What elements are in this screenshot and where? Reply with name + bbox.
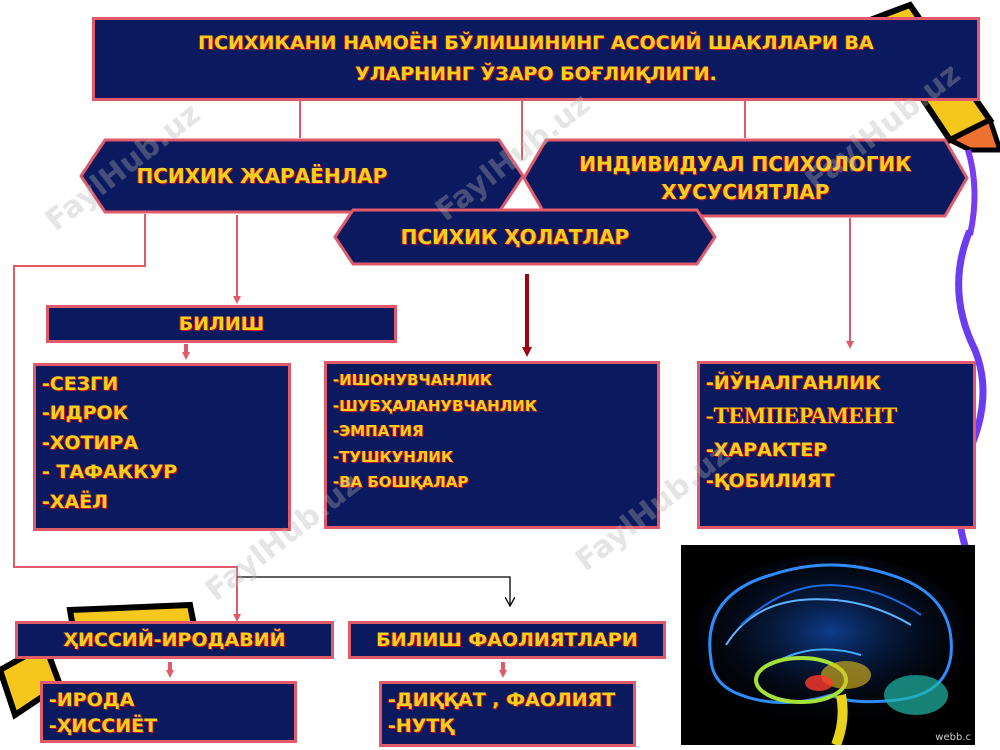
brain-image: webb.c <box>681 545 975 745</box>
psychic-states-node: ПСИХИК ҲОЛАТЛАР <box>333 208 717 266</box>
list-item: -ИДРОК <box>42 402 129 425</box>
list-item: -ҚОБИЛИЯТ <box>706 469 835 492</box>
list-item: -ЭМПАТИЯ <box>333 422 424 440</box>
cognition-node: БИЛИШ <box>46 305 397 343</box>
list-item: -ТЕМПЕРАМЕНТ <box>706 403 898 429</box>
brain-illustration <box>691 555 971 745</box>
list-item: -НУТҚ <box>388 714 455 737</box>
list-item: -ЙЎНАЛГАНЛИК <box>706 372 881 394</box>
activities-list: -ДИҚҚАТ , ФАОЛИЯТ -НУТҚ <box>379 681 636 747</box>
title-box: ПСИХИКАНИ НАМОЁН БЎЛИШИНИНГ АСОСИЙ ШАКЛЛ… <box>92 17 980 101</box>
list-item: -ИШОНУВЧАНЛИК <box>333 371 493 389</box>
list-item: -ТУШКУНЛИК <box>333 447 454 466</box>
cognitive-activities-node: БИЛИШ ФАОЛИЯТЛАРИ <box>348 621 666 659</box>
individual-list: -ЙЎНАЛГАНЛИК -ТЕМПЕРАМЕНТ -ХАРАКТЕР -ҚОБ… <box>697 361 976 529</box>
list-item: -ХОТИРА <box>42 431 139 454</box>
list-item: -ҲИССИЁТ <box>49 714 158 737</box>
list-item: -ХАРАКТЕР <box>706 439 828 462</box>
states-list: -ИШОНУВЧАНЛИК -ШУБҲАЛАНУВЧАНЛИК -ЭМПАТИЯ… <box>324 361 660 529</box>
psychic-processes-node: ПСИХИК ЖАРАЁНЛАР <box>79 138 525 214</box>
psychic-states-label: ПСИХИК ҲОЛАТЛАР <box>400 225 630 249</box>
individual-features-node: ИНДИВИДУАЛ ПСИХОЛОГИК ХУСУСИЯТЛАР <box>522 138 969 218</box>
list-item: -ВА БОШҚАЛАР <box>333 473 469 491</box>
title-line-2: УЛАРНИНГ ЎЗАРО БОҒЛИҚЛИГИ. <box>355 63 717 85</box>
cognition-label: БИЛИШ <box>178 313 265 335</box>
individual-features-line-1: ИНДИВИДУАЛ ПСИХОЛОГИК <box>579 152 912 176</box>
individual-features-line-2: ХУСУСИЯТЛАР <box>661 180 830 204</box>
list-item: -ХАЁЛ <box>42 490 108 513</box>
list-item: -ДИҚҚАТ , ФАОЛИЯТ <box>388 689 616 711</box>
emotional-list: -ИРОДА -ҲИССИЁТ <box>40 681 297 743</box>
emotional-volitional-label: ҲИССИЙ-ИРОДАВИЙ <box>63 629 286 651</box>
list-item: -ШУБҲАЛАНУВЧАНЛИК <box>333 396 538 415</box>
list-item: - ТАФАККУР <box>42 461 178 484</box>
list-item: -СЕЗГИ <box>42 373 119 395</box>
psychic-processes-label: ПСИХИК ЖАРАЁНЛАР <box>136 164 388 188</box>
hexagon-shape <box>333 208 717 266</box>
cognition-list: -СЕЗГИ -ИДРОК -ХОТИРА - ТАФАККУР -ХАЁЛ <box>33 363 291 531</box>
list-item: -ИРОДА <box>49 689 135 711</box>
cognitive-activities-label: БИЛИШ ФАОЛИЯТЛАРИ <box>376 629 638 651</box>
hexagon-shape <box>522 138 969 218</box>
emotional-volitional-node: ҲИССИЙ-ИРОДАВИЙ <box>15 621 334 659</box>
title-line-1: ПСИХИКАНИ НАМОЁН БЎЛИШИНИНГ АСОСИЙ ШАКЛЛ… <box>198 31 874 54</box>
image-caption: webb.c <box>935 732 971 743</box>
